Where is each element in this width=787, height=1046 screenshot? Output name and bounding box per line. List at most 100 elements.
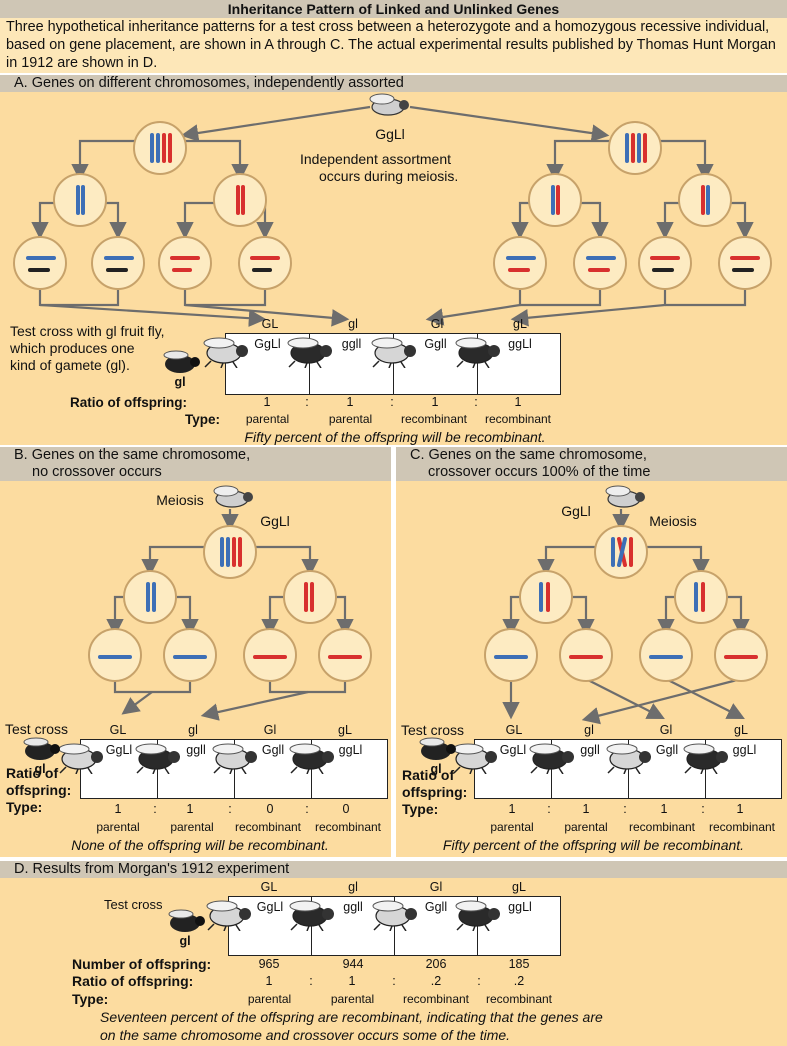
genotype-label: ggll xyxy=(343,900,363,914)
ratio-value: .2 xyxy=(513,974,525,988)
type-value: parental xyxy=(490,820,534,834)
offspring-table: GgLl ggll Ggll ggLl xyxy=(452,739,782,799)
parent-genotype: GgLl xyxy=(375,126,405,142)
fly-icon xyxy=(455,337,500,368)
testcross-label: Test cross xyxy=(401,722,465,738)
gl-fly-label: gl xyxy=(179,934,191,948)
type-value: recombinant xyxy=(485,992,553,1006)
gamete-label: Gl xyxy=(659,723,673,737)
parent-genotype: GgLl xyxy=(260,513,290,529)
type-value: recombinant xyxy=(628,820,696,834)
offspring-table: GgLl ggll Ggll ggLl xyxy=(58,739,388,799)
offspring-cell: GgLl xyxy=(203,334,310,394)
gl-fly-label: gl xyxy=(430,762,442,776)
genotype-label: Ggll xyxy=(424,900,448,914)
panel-b-heading: B. Genes on the same chromosome, no cros… xyxy=(0,447,391,481)
ratio-value: 0 xyxy=(342,802,350,816)
gamete-label: gl xyxy=(348,317,358,331)
ratio-label-2: offspring: xyxy=(402,784,468,800)
ratio-value: 1 xyxy=(186,802,194,816)
type-value: parental xyxy=(247,992,292,1006)
type-value: recombinant xyxy=(708,820,776,834)
gamete-label: gL xyxy=(734,723,748,737)
panel-c-heading-2: crossover occurs 100% of the time xyxy=(428,464,651,480)
genotype-label: ggLl xyxy=(508,337,532,351)
gamete-label: Gl xyxy=(430,317,444,331)
offspring-cell: ggll xyxy=(529,740,629,798)
ratio-value: 1 xyxy=(263,395,271,409)
panel-c-heading-1: C. Genes on the same chromosome, xyxy=(410,447,647,463)
offspring-count: 206 xyxy=(425,957,447,971)
gamete-label: gL xyxy=(512,880,526,894)
offspring-cell: GgLl xyxy=(206,897,312,955)
gamete-label: gL xyxy=(338,723,352,737)
fly-icon xyxy=(213,485,253,508)
fly-icon xyxy=(163,350,200,373)
fly-icon xyxy=(419,737,456,760)
testcross-note-1: Test cross with gl fruit fly, xyxy=(10,323,165,339)
fly-icon xyxy=(372,900,417,931)
type-value: recombinant xyxy=(484,412,552,426)
fly-icon xyxy=(455,900,500,931)
panel-d-heading: D. Results from Morgan's 1912 experiment xyxy=(0,861,787,878)
panel-b-footer: None of the offspring will be recombinan… xyxy=(71,837,329,853)
fly-icon xyxy=(58,743,103,774)
panel-a: A. Genes on different chromosomes, indep… xyxy=(0,75,787,445)
type-label: Type: xyxy=(185,412,221,427)
genotype-label: Ggll xyxy=(261,743,285,757)
fly-icon xyxy=(206,900,251,931)
fly-icon xyxy=(168,909,205,932)
panel-a-heading: A. Genes on different chromosomes, indep… xyxy=(0,75,787,92)
offspring-count: 185 xyxy=(508,957,530,971)
fly-icon xyxy=(606,743,651,774)
ratio-colon: : xyxy=(305,395,309,409)
independent-note-1: Independent assortment xyxy=(300,151,451,167)
type-value: parental xyxy=(328,412,373,426)
gamete-label: Gl xyxy=(263,723,277,737)
ratio-value: 1 xyxy=(514,395,522,409)
ratio-value: 1 xyxy=(736,802,744,816)
genotype-label: GgLl xyxy=(254,337,281,351)
fly-icon xyxy=(605,485,645,508)
type-label: Type: xyxy=(402,801,439,817)
ratio-colon: : xyxy=(474,395,478,409)
fly-icon xyxy=(23,737,60,760)
fly-icon xyxy=(212,743,257,774)
offspring-cell: ggLl xyxy=(455,334,562,394)
ratio-colon: : xyxy=(547,802,551,816)
offspring-cell: ggll xyxy=(287,334,394,394)
genotype-label: ggLl xyxy=(338,743,363,757)
fly-icon xyxy=(289,900,334,931)
ratio-colon: : xyxy=(228,802,232,816)
independent-note-2: occurs during meiosis. xyxy=(319,168,459,184)
offspring-table: GgLl ggll Ggll ggLl xyxy=(203,333,562,395)
fly-icon xyxy=(203,337,248,368)
panel-b-tree xyxy=(88,485,372,721)
panel-d-footer-1: Seventeen percent of the offspring are r… xyxy=(100,1009,603,1025)
genotype-label: GgLl xyxy=(256,900,284,914)
page-title: Inheritance Pattern of Linked and Unlink… xyxy=(0,0,787,18)
genotype-label: GgLl xyxy=(105,743,133,757)
panel-d-footer-2: on the same chromosome and crossover occ… xyxy=(100,1027,511,1043)
gamete-label: GL xyxy=(505,723,523,737)
genotype-label: ggLl xyxy=(508,900,532,914)
fly-icon xyxy=(369,93,409,116)
ratio-value: 1 xyxy=(660,802,668,816)
type-value: recombinant xyxy=(402,992,470,1006)
ratio-label-2: offspring: xyxy=(6,782,72,798)
panel-c-footer: Fifty percent of the offspring will be r… xyxy=(442,837,745,853)
type-value: parental xyxy=(245,412,290,426)
type-label: Type: xyxy=(72,991,109,1007)
panel-c-heading: C. Genes on the same chromosome, crossov… xyxy=(396,447,787,481)
ratio-value: 1 xyxy=(431,395,439,409)
ratio-label-1: Ratio of xyxy=(402,767,455,783)
offspring-count: 944 xyxy=(342,957,364,971)
panel-c: C. Genes on the same chromosome, crossov… xyxy=(396,447,787,857)
ratio-value: 1 xyxy=(348,974,356,988)
ratio-value: 1 xyxy=(265,974,273,988)
panel-c-tree xyxy=(484,485,768,725)
ratio-colon: : xyxy=(153,802,157,816)
gamete-label: gL xyxy=(513,317,527,331)
gamete-label: GL xyxy=(260,880,278,894)
offspring-cell: ggll xyxy=(289,897,395,955)
